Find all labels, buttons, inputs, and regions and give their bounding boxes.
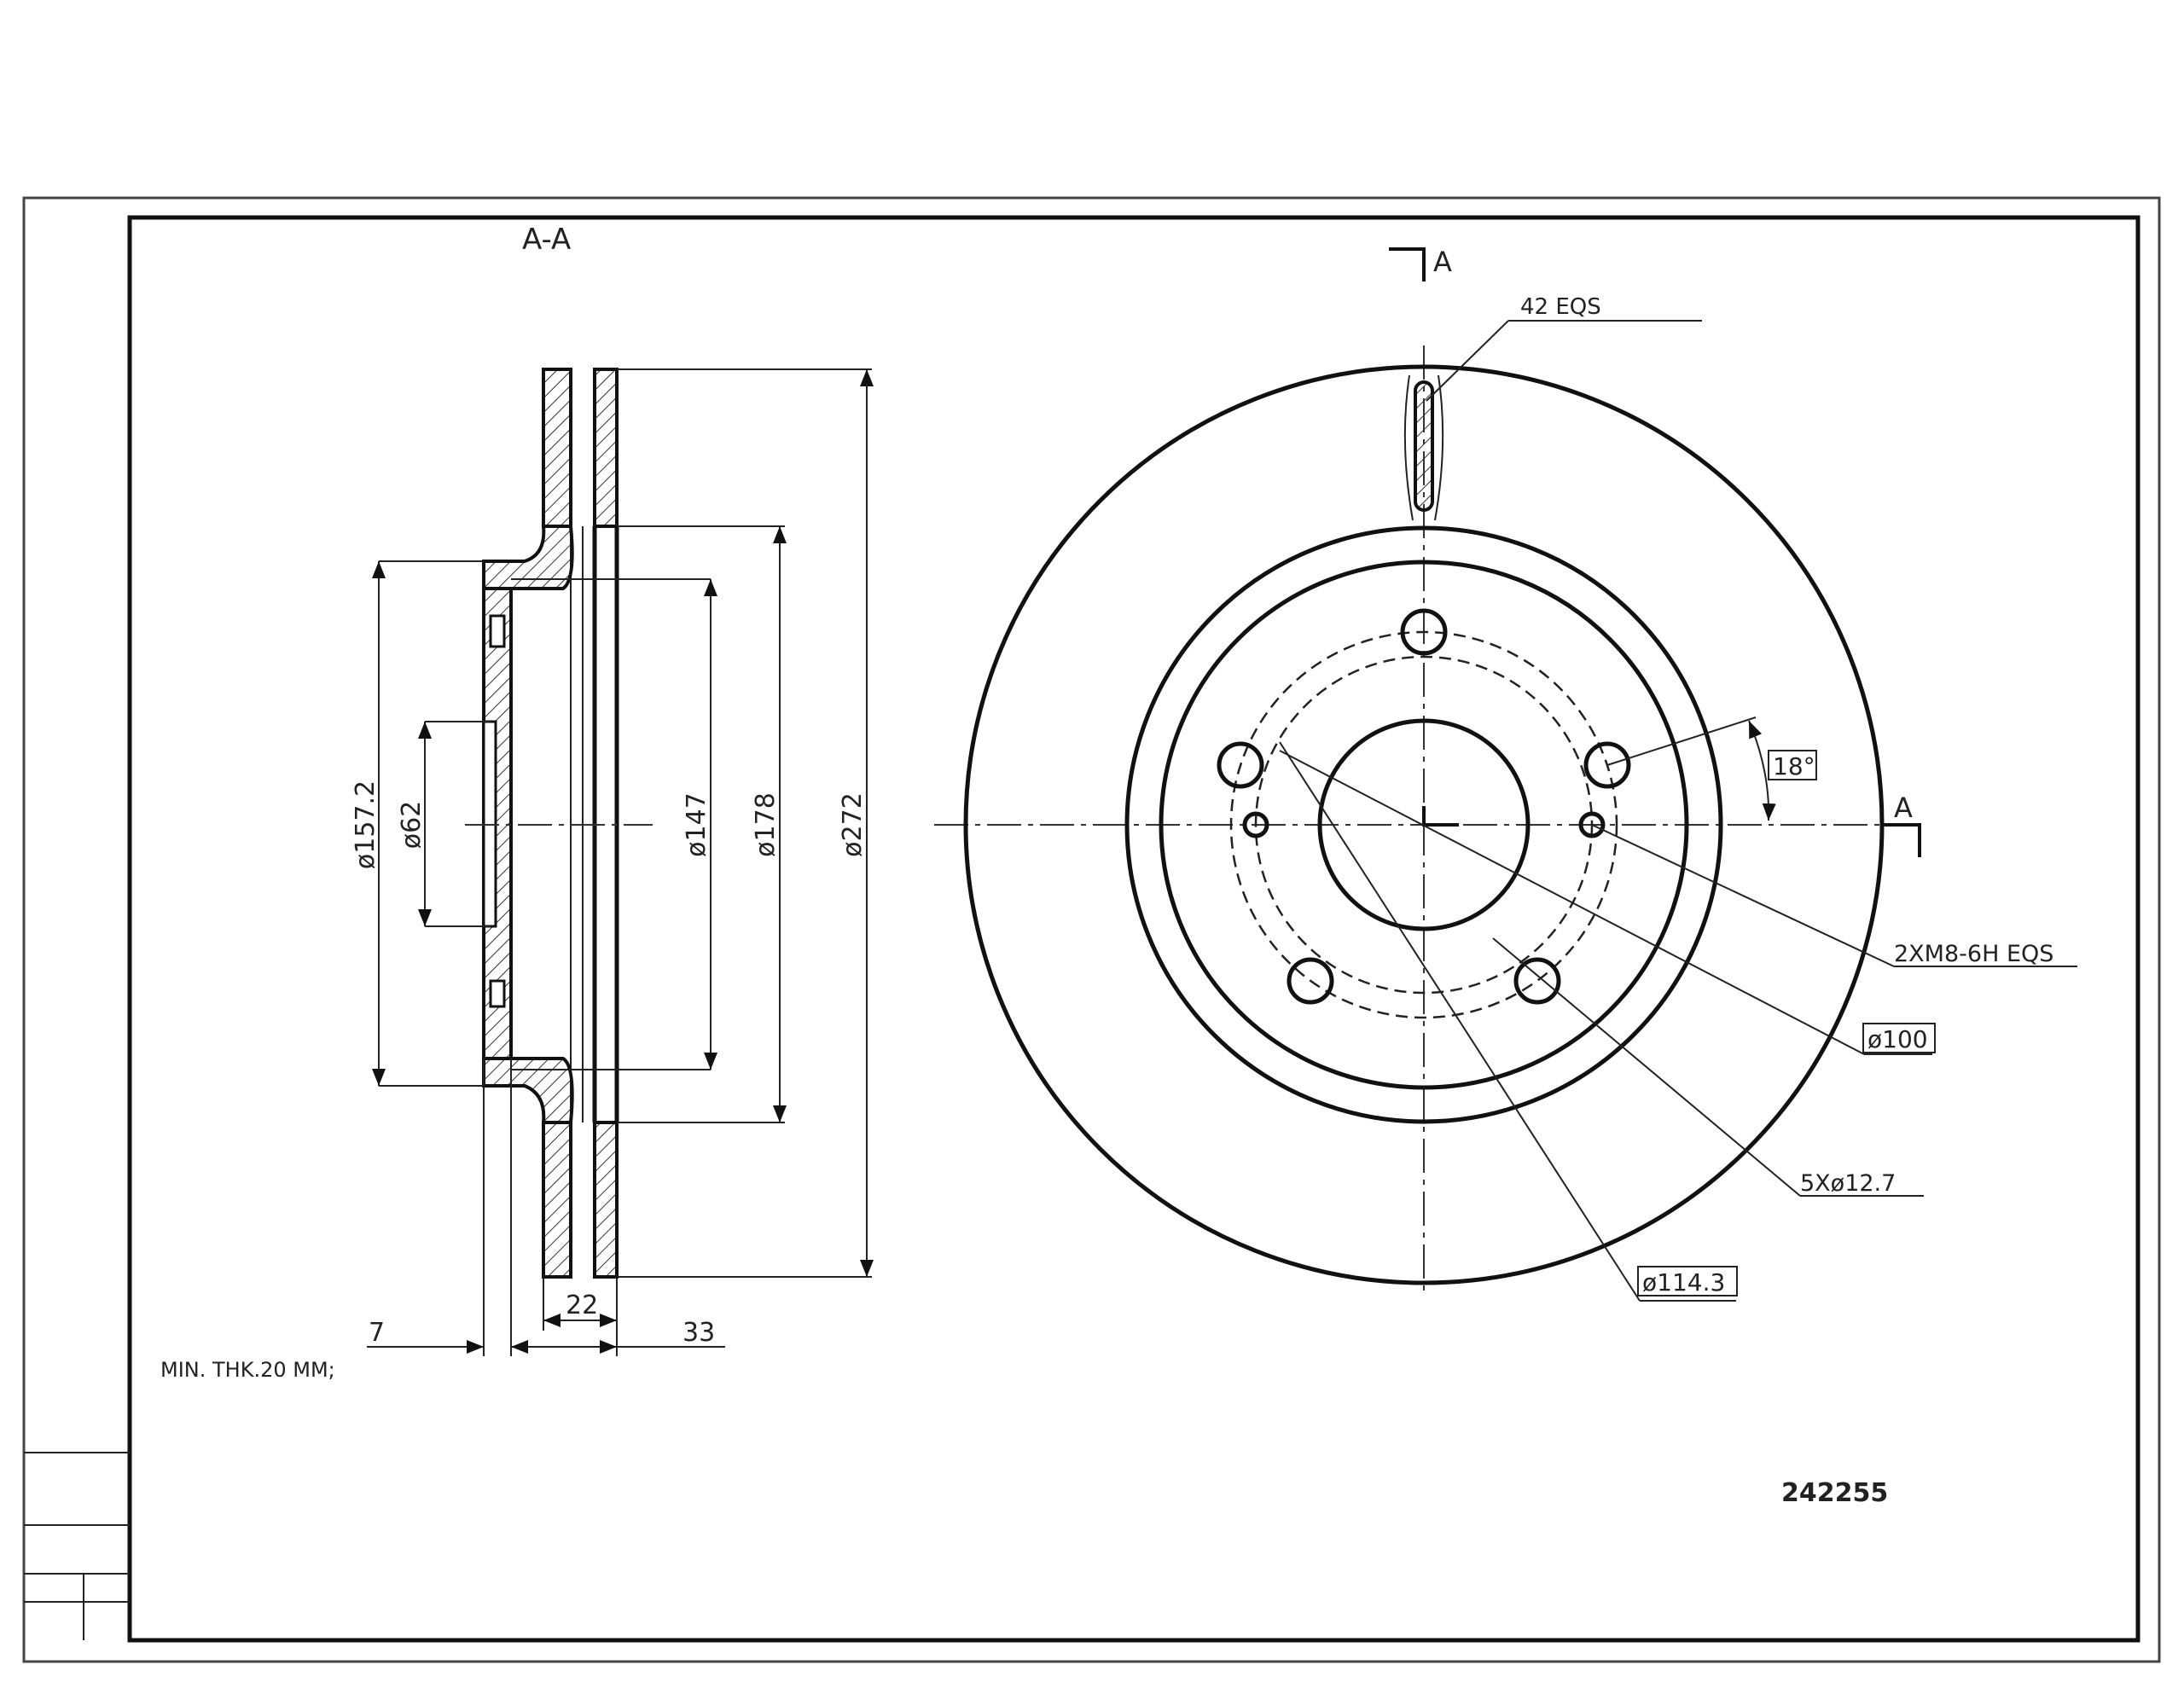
center-bore	[1317, 718, 1531, 931]
svg-text:ø62: ø62	[397, 801, 427, 850]
front-view: A A 42 EQS 18° 2XM8-6H EQS ø100	[934, 246, 2077, 1302]
dimension-d272: ø272	[617, 368, 874, 1278]
bolt-holes	[1217, 608, 1631, 1005]
section-view: A-A ø157.2 ø62	[160, 223, 874, 1382]
callout-pcd: ø114.3	[1279, 741, 1738, 1302]
svg-text:ø178: ø178	[751, 792, 781, 857]
svg-text:ø114.3: ø114.3	[1642, 1268, 1725, 1296]
svg-text:ø147: ø147	[682, 792, 712, 857]
part-number: 242255	[1781, 1478, 1888, 1508]
svg-text:33: 33	[682, 1318, 715, 1348]
svg-text:42 EQS: 42 EQS	[1520, 294, 1601, 320]
svg-text:5Xø12.7: 5Xø12.7	[1800, 1170, 1896, 1197]
title-block-stub	[24, 1452, 130, 1640]
svg-text:ø157.2: ø157.2	[351, 780, 380, 869]
callout-angle: 18°	[1606, 716, 1817, 821]
section-marker-right: A	[1894, 792, 1913, 824]
callout-d100: ø100	[1279, 750, 1936, 1055]
dimension-d178: ø178	[617, 525, 787, 1123]
svg-text:22: 22	[566, 1291, 598, 1320]
svg-text:ø272: ø272	[838, 792, 868, 857]
min-thickness-note: MIN. THK.20 MM;	[160, 1358, 335, 1382]
svg-text:ø100: ø100	[1867, 1025, 1928, 1053]
svg-text:7: 7	[369, 1318, 385, 1348]
dimension-d62: ø62	[397, 721, 491, 927]
svg-text:18°: 18°	[1773, 752, 1815, 780]
section-title: A-A	[522, 223, 571, 257]
dimension-d157: ø157.2	[351, 560, 484, 1087]
svg-text:2XM8-6H EQS: 2XM8-6H EQS	[1894, 941, 2053, 967]
pcd-circle	[1229, 630, 1618, 1019]
callout-bolt-holes: 5Xø12.7	[1492, 937, 1924, 1197]
callout-threads: 2XM8-6H EQS	[1591, 824, 2077, 967]
section-marker-top: A	[1433, 246, 1452, 278]
dimension-d147: ø147	[682, 579, 717, 1070]
dimension-widths: 7 22 33	[367, 1059, 725, 1356]
drawing-frame	[22, 196, 2161, 1663]
callout-vanes: 42 EQS	[1426, 294, 1702, 402]
